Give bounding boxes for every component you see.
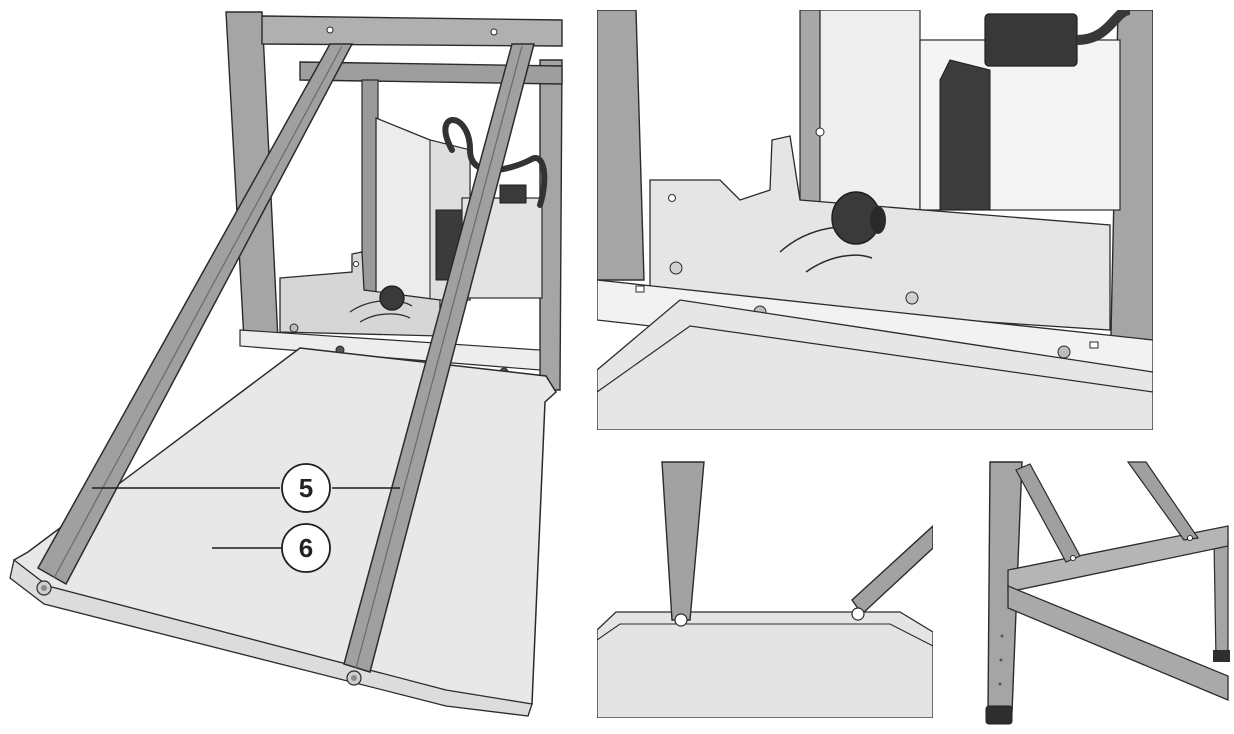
detail-cable [939,59,991,211]
detail-tray [597,611,933,718]
frame-rail-lower [1007,585,1229,701]
detail-nut [905,291,919,305]
detail-connector [984,13,1078,67]
detail-view-frame-leg [980,460,1230,730]
callout-5-circle [281,463,331,513]
detail-view-adjustment-plate [597,10,1153,430]
strut-edge [355,45,523,669]
detail-rail-mark [1089,341,1099,349]
tray-bolt [351,675,357,681]
detail-tray-lip [597,325,1153,393]
leg-foot [985,705,1013,725]
detail-nut [1057,345,1071,359]
detail-plate-hole [668,194,676,202]
frame-rivet [998,682,1002,686]
adjustment-knob [379,285,405,311]
frame-leg-right [1213,539,1229,661]
detail-strut-vertical [661,461,705,621]
tray-bolt [41,585,47,591]
strut-edge [53,45,343,579]
frame-top-bar [261,15,563,47]
detail-post-left [597,10,645,281]
detail-strut-bolt [851,607,865,621]
rail-nut [289,323,299,333]
frame-rail-upper [1007,525,1229,593]
frame-mid-bar [299,61,563,85]
diagonal-strut-left [36,43,354,586]
detail-cable-top [1076,10,1132,45]
frame-bolt [490,28,498,36]
detail-strut-bolt [674,613,688,627]
detail-knob-cap [870,206,886,234]
main-assembly-view: 5 6 [9,11,563,717]
detail-housing-left [799,10,821,211]
detail-hole [815,127,825,137]
callout-6-label: 6 [299,533,313,563]
frame-rivet [1187,535,1193,541]
detail-rail-mark [635,285,645,293]
plate-hole [353,261,359,267]
diagonal-brace-right [1126,461,1200,541]
plate-slot [359,313,411,323]
callout-5-label: 5 [299,473,313,503]
frame-post-right [539,59,563,391]
detail-view-strut-bolts [597,460,933,718]
callout-6-circle [281,523,331,573]
leg-foot [1213,650,1230,662]
frame-rivet [999,658,1003,662]
frame-rivet [1000,634,1004,638]
detail-tray-edge [597,623,933,647]
frame-rivet [1070,555,1076,561]
base-tray-front-lip [9,558,533,717]
detail-post-right [1109,10,1153,381]
frame-bolt [326,26,334,34]
detail-nut [669,261,683,275]
diagonal-brace-left [1015,463,1081,563]
detail-slot [805,254,873,273]
detail-housing [819,10,921,211]
connector-plug [499,184,527,204]
